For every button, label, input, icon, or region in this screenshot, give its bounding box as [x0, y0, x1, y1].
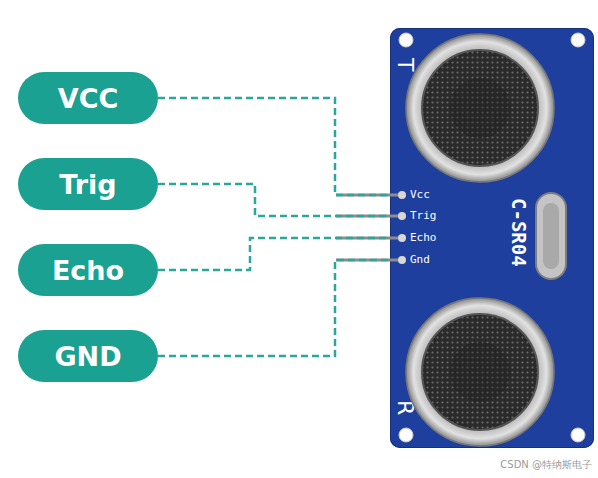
pin-label: VCC	[58, 83, 119, 114]
pin-label-pill: GND	[18, 330, 158, 382]
dashed-leader	[158, 260, 390, 356]
crystal-oscillator	[536, 193, 566, 279]
pin-name: Echo	[410, 231, 437, 244]
pin-label: Echo	[52, 255, 124, 286]
transmitter-transducer	[406, 34, 554, 182]
pin-label-pill: Echo	[18, 244, 158, 296]
transmitter-mark: T	[393, 58, 418, 71]
dashed-leader	[158, 238, 390, 270]
receiver-transducer	[406, 298, 554, 446]
pin-label-pill: Trig	[18, 158, 158, 210]
pin-name: Gnd	[410, 253, 430, 266]
model-marking: C-SR04	[508, 198, 530, 267]
pin-name: Trig	[410, 209, 437, 222]
pin-name: Vcc	[410, 188, 430, 201]
pin-label: Trig	[59, 169, 116, 200]
pin-label-pill: VCC	[18, 72, 158, 124]
watermark: CSDN @特纳斯电子	[500, 458, 592, 472]
dashed-leader	[158, 98, 390, 195]
dashed-leader	[158, 184, 390, 216]
pin-label: GND	[54, 341, 121, 372]
